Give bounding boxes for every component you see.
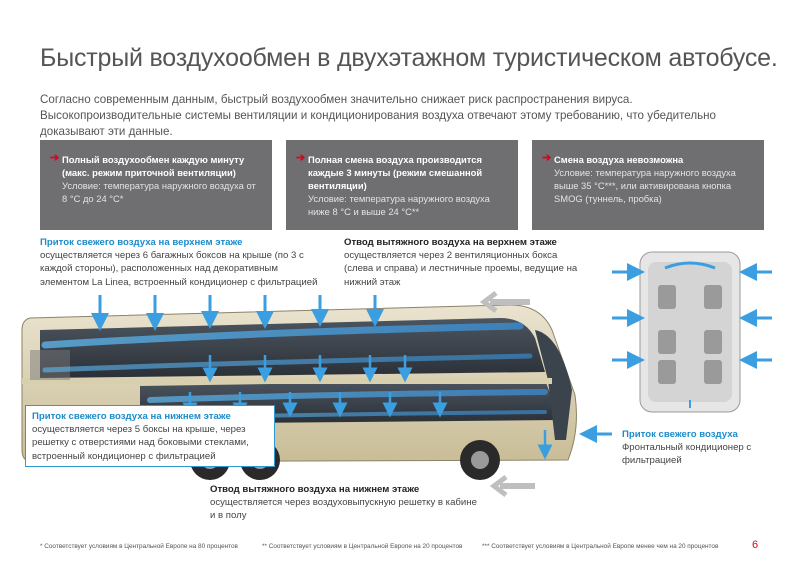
annotation-front-supply: Приток свежего воздуха Фронтальный конди… <box>622 428 772 468</box>
annotation-lower-exhaust: Отвод вытяжного воздуха на нижнем этаже … <box>210 483 480 523</box>
info-box-condition: Условие: температура наружного воздуха в… <box>554 167 736 204</box>
annotation-heading: Приток свежего воздуха на нижнем этаже <box>32 411 231 422</box>
annotation-body: осуществляется через 2 вентиляционных бо… <box>344 250 578 288</box>
arrow-right-icon: ➔ <box>296 152 306 164</box>
page-number: 6 <box>752 539 759 551</box>
info-box-mixed-mode: ➔ Полная смена воздуха производится кажд… <box>286 140 518 230</box>
annotation-heading: Приток свежего воздуха <box>622 429 738 440</box>
arrow-right-icon: ➔ <box>542 152 552 164</box>
annotation-lower-supply: Приток свежего воздуха на нижнем этаже о… <box>25 405 275 467</box>
footnote-2: ** Соответствует условиям в Центральной … <box>262 543 463 550</box>
arrow-right-icon: ➔ <box>50 152 60 164</box>
annotation-upper-exhaust: Отвод вытяжного воздуха на верхнем этаже… <box>344 236 584 289</box>
annotation-heading: Отвод вытяжного воздуха на верхнем этаже <box>344 237 557 248</box>
annotation-body: осуществляется через 5 боксы на крыше, ч… <box>32 424 249 462</box>
annotation-heading: Отвод вытяжного воздуха на нижнем этаже <box>210 484 420 495</box>
page-title: Быстрый воздухообмен в двухэтажном турис… <box>40 44 778 72</box>
exhaust-arrows <box>479 291 535 497</box>
info-box-heading: Полный воздухообмен каждую минуту (макс.… <box>62 154 245 178</box>
info-box-condition: Условие: температура наружного воздуха н… <box>308 193 490 217</box>
top-view-side-arrows <box>612 263 772 369</box>
info-box-heading: Смена воздуха невозможна <box>554 154 684 165</box>
info-box-full-exchange: ➔ Полный воздухообмен каждую минуту (мак… <box>40 140 272 230</box>
intro-text: Согласно современным данным, быстрый воз… <box>40 93 716 138</box>
annotation-body: осуществляется через 6 багажных боксов н… <box>40 250 318 288</box>
info-box-condition: Условие: температура наружного воздуха о… <box>62 180 256 204</box>
upper-supply-arrows <box>91 295 384 331</box>
info-box-heading: Полная смена воздуха производится каждые… <box>308 154 483 191</box>
info-box-no-exchange: ➔ Смена воздуха невозможна Условие: темп… <box>532 140 764 230</box>
footnote-3: *** Соответствует условиям в Центральной… <box>482 543 719 550</box>
annotation-body: Фронтальный кондиционер с фильтрацией <box>622 442 752 467</box>
bus-top-view <box>639 251 741 413</box>
annotation-upper-supply: Приток свежего воздуха на верхнем этаже … <box>40 236 325 289</box>
annotation-heading: Приток свежего воздуха на верхнем этаже <box>40 237 243 248</box>
footnote-1: * Соответствует условиям в Центральной Е… <box>40 543 238 550</box>
annotation-body: осуществляется через воздуховыпускную ре… <box>210 497 477 522</box>
